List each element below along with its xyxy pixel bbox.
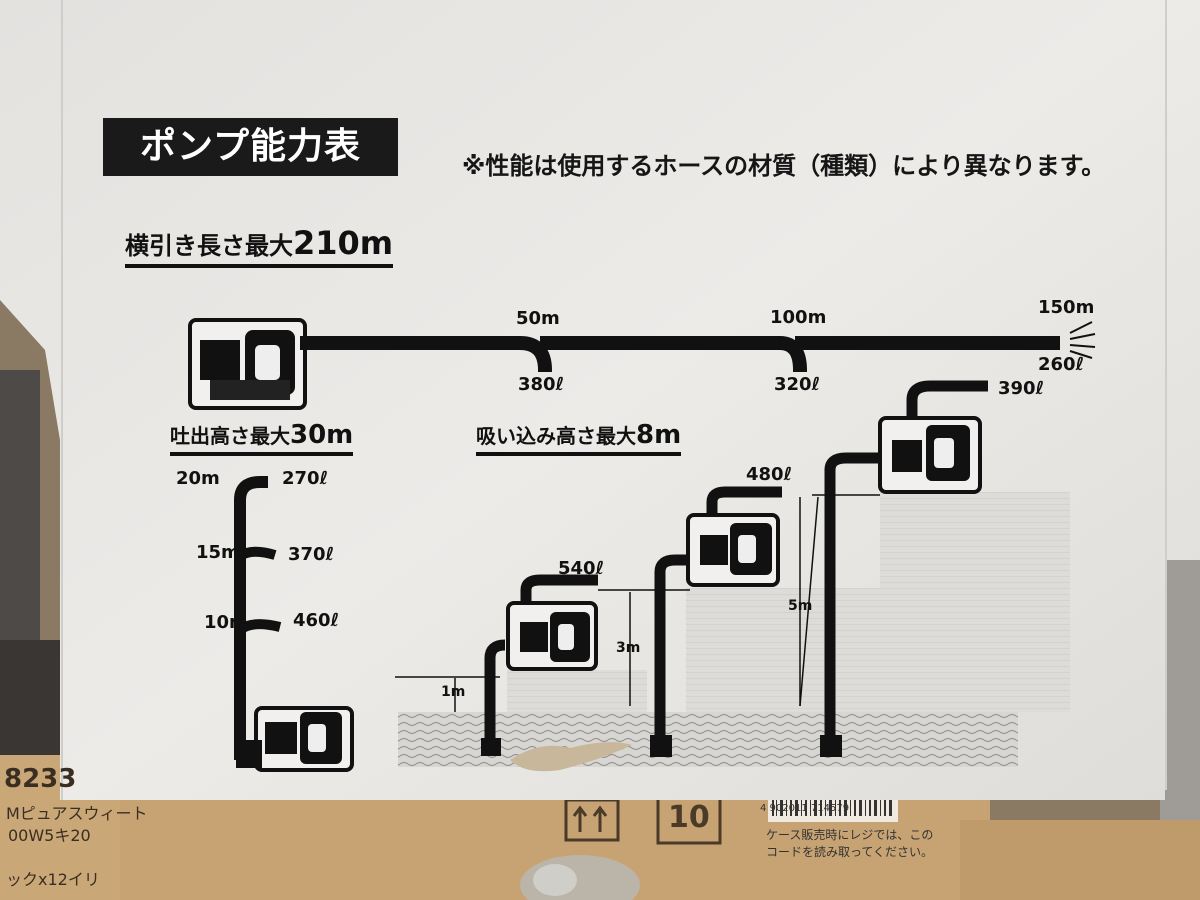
barcode-digits: 4 902011 714579 [760,803,850,814]
left-box-line1: Mピュアスウィート [6,804,148,823]
horizontal-flow-100: 320ℓ [774,374,821,395]
suction-section-label: 吸い込み高さ最大8m [476,420,682,456]
carton-count: 10 [668,800,710,835]
performance-note: ※性能は使用するホースの材質（種類）により異なります。 [462,152,1106,180]
case-note-line2: コードを読み取ってください。 [766,845,934,859]
spray-icon [1069,321,1096,359]
horizontal-flow-50: 380ℓ [518,374,565,395]
left-box-code: 8233 [4,764,77,794]
suction-height-1: 1m [441,684,466,700]
pump-1m-icon [506,601,598,671]
suction-flow-5: 390ℓ [998,378,1045,399]
page-title: ポンプ能力表 [103,118,398,176]
horizontal-label: 横引き長さ最大 [125,232,293,260]
pump-discharge-icon [236,706,354,772]
left-box-line2: 00W5キ20 [8,826,91,845]
discharge-max: 30m [290,420,354,450]
suction-max: 8m [636,420,682,450]
suction-height-5: 5m [788,598,813,614]
suction-label: 吸い込み高さ最大 [476,424,636,448]
discharge-height-10: 10m [204,612,248,633]
discharge-flow-10: 460ℓ [293,610,340,631]
horizontal-distance-100: 100m [770,307,827,328]
horizontal-flow-150: 260ℓ [1038,354,1085,375]
pump-3m-icon [686,513,780,587]
case-note-line1: ケース販売時にレジでは、この [766,828,934,842]
discharge-height-20: 20m [176,468,220,489]
discharge-section-label: 吐出高さ最大30m [170,420,354,456]
suction-flow-3: 480ℓ [746,464,793,485]
discharge-flow-15: 370ℓ [288,544,335,565]
pump-horizontal-icon [188,318,307,410]
suction-flow-1: 540ℓ [558,558,605,579]
left-box-line3: ックx12イリ [6,870,100,889]
discharge-label: 吐出高さ最大 [170,424,290,448]
horizontal-distance-50: 50m [516,308,560,329]
discharge-flow-20: 270ℓ [282,468,329,489]
water-area [398,712,1018,767]
horizontal-section-label: 横引き長さ最大210m [125,224,394,268]
horizontal-distance-150: 150m [1038,297,1095,318]
horizontal-max: 210m [293,224,394,262]
pump-5m-icon [878,416,982,494]
discharge-height-15: 15m [196,542,240,563]
suction-height-3: 3m [616,640,641,656]
